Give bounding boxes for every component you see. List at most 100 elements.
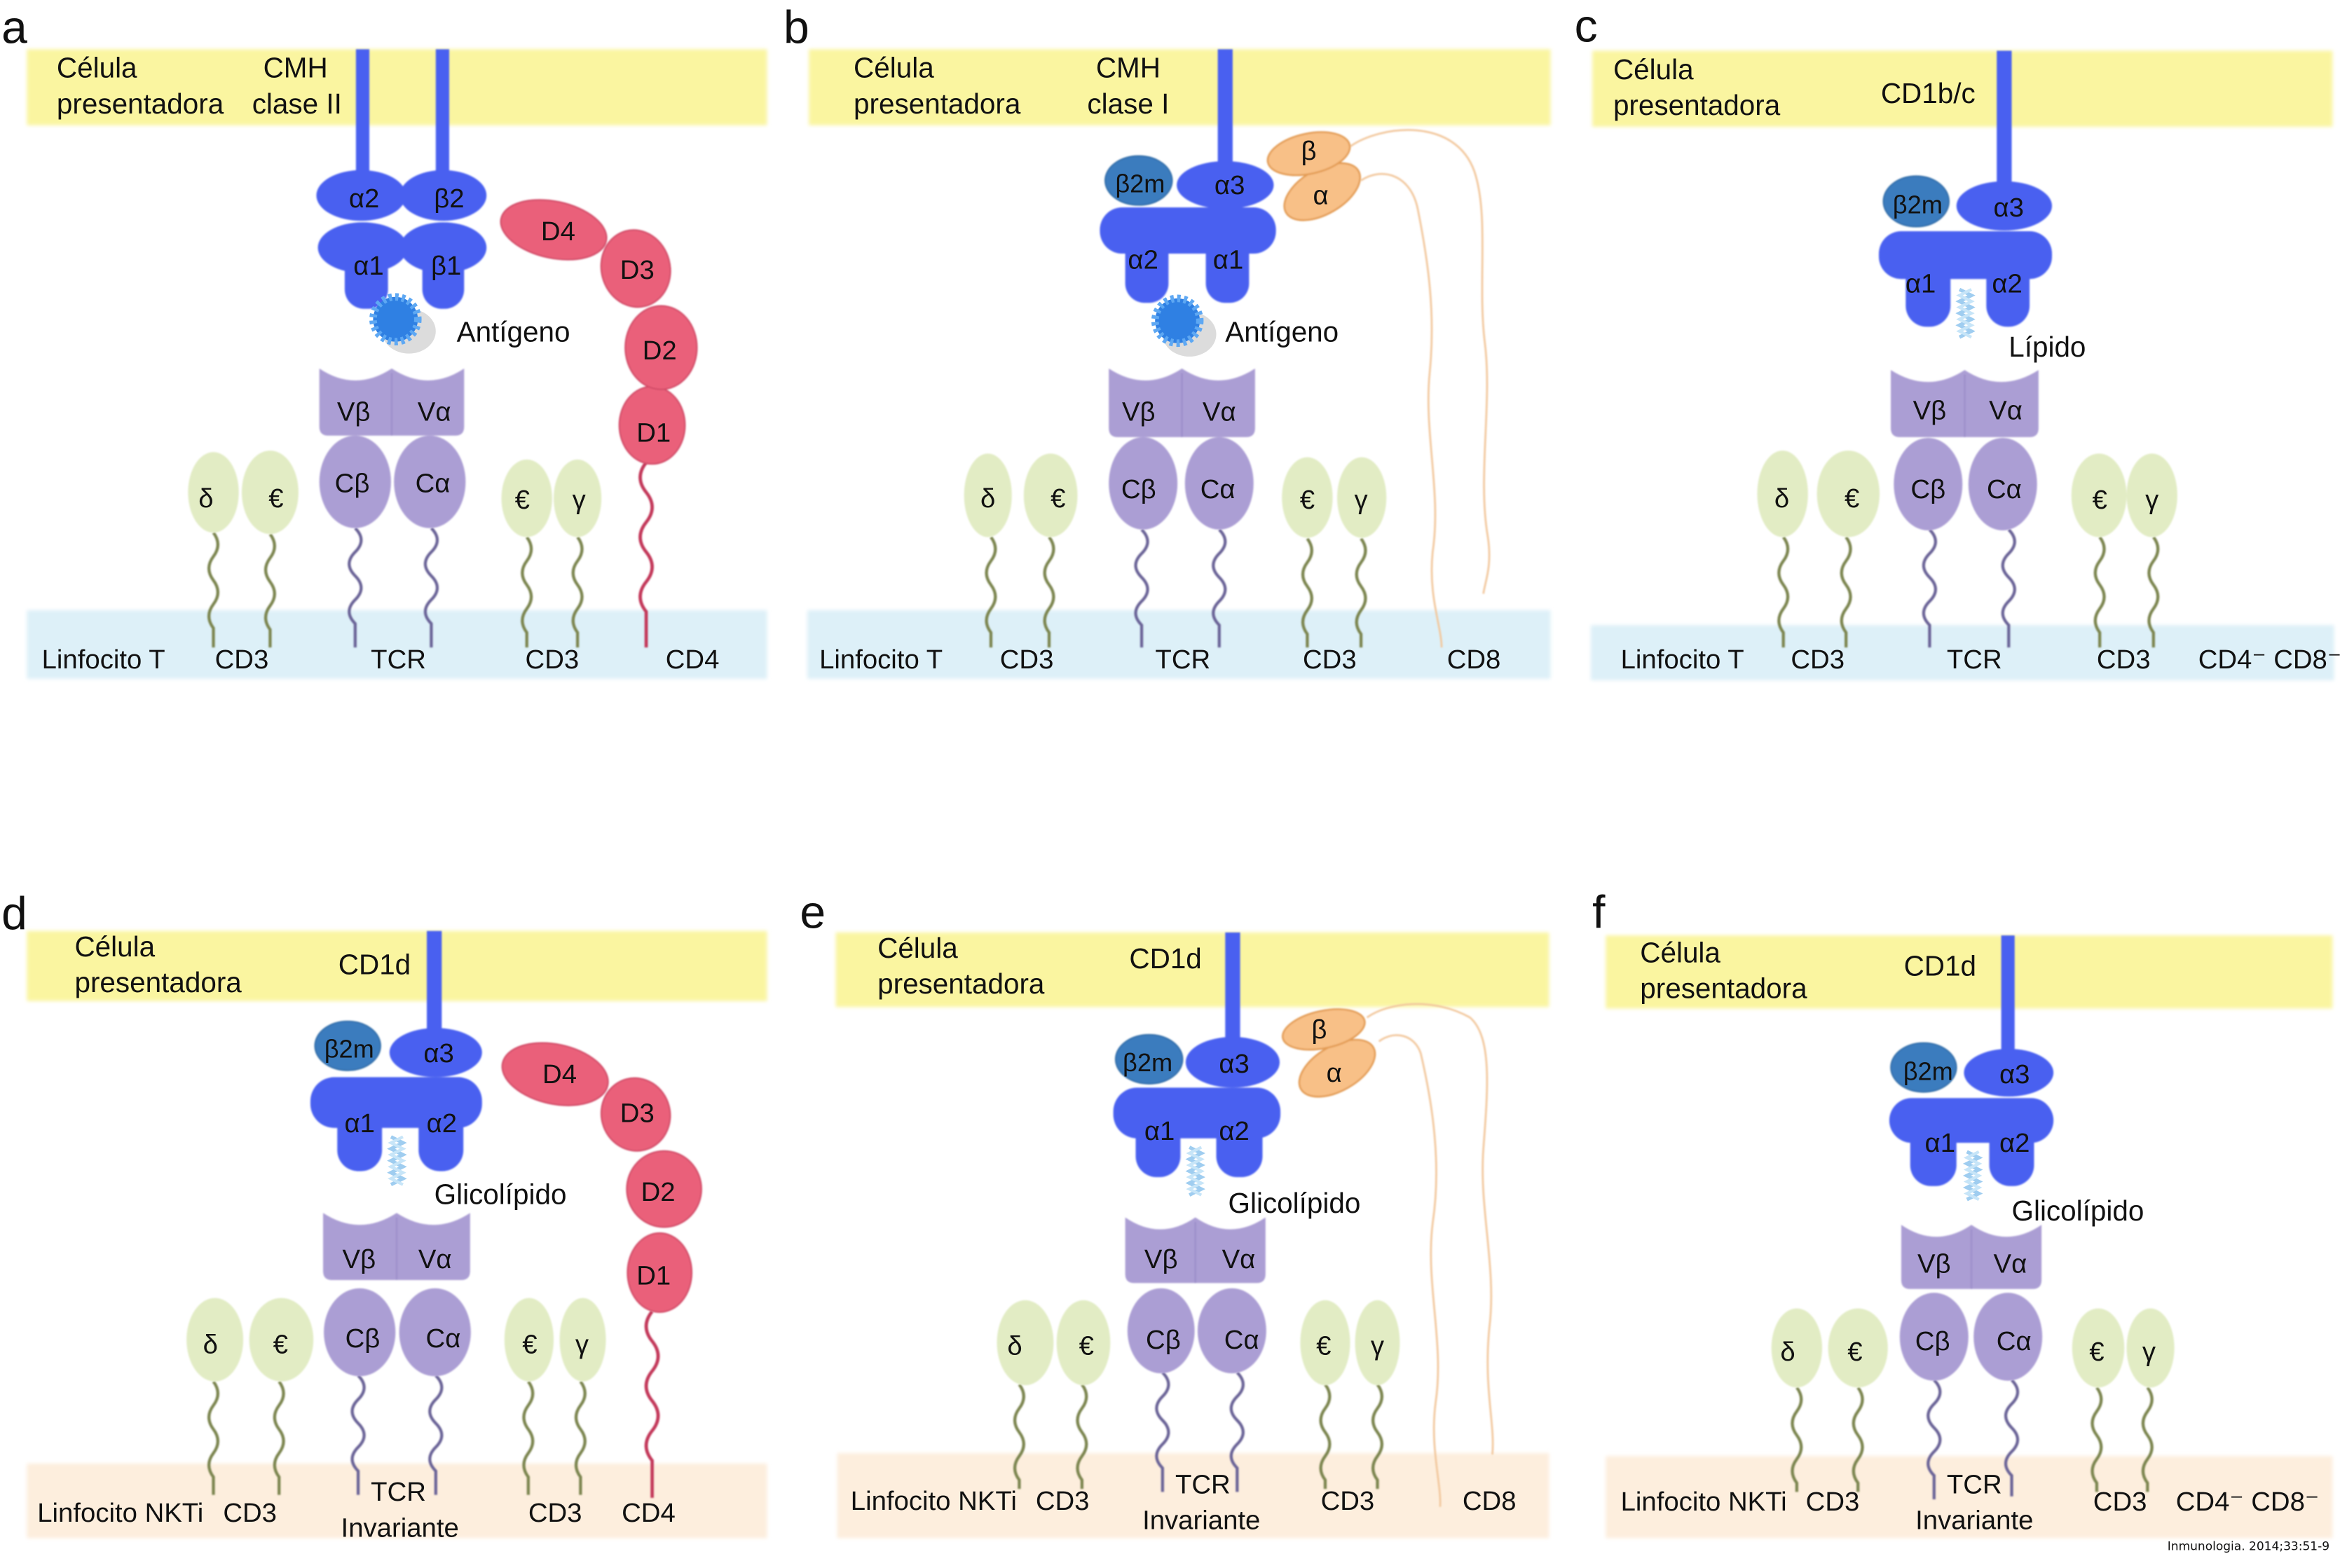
domain-label: α1 <box>344 1108 374 1139</box>
cd3-delta-tail <box>985 536 997 648</box>
cd3-gamma-tail <box>2147 536 2160 648</box>
panel-letter: d <box>1 888 27 940</box>
cd3-epsilon-tail <box>1840 536 1852 648</box>
cd4-d2-domain <box>626 1150 702 1228</box>
domain-label: Vβ <box>337 397 371 427</box>
lymphocyte-label: Linfocito NKTi <box>851 1486 1017 1516</box>
domain-label: D3 <box>620 1098 655 1128</box>
cd3-label: CD3 <box>2093 1487 2147 1517</box>
glycolipid-icon <box>1185 1146 1205 1197</box>
transmembrane-tails <box>985 129 1491 648</box>
cd3-gamma-chain <box>554 459 602 537</box>
presenting-cell-membrane <box>1592 50 2333 127</box>
cd1-groove-body <box>310 1077 482 1128</box>
tcr-c-beta-domain <box>324 1288 396 1377</box>
cd1-stem <box>1997 50 2012 188</box>
tcr-c-alpha-domain <box>1973 1293 2043 1381</box>
glycolipid-strand <box>388 1135 406 1186</box>
tcr <box>323 1213 471 1377</box>
tcr-c-alpha-domain <box>1197 1288 1266 1374</box>
cd3-label: CD3 <box>1000 645 1054 675</box>
domain-label: D4 <box>542 1059 577 1089</box>
mhc-beta1-domain <box>399 222 487 273</box>
presenting-molecule-label: CD1d <box>338 948 411 980</box>
chain-label: € <box>268 483 283 514</box>
domain-label: D4 <box>541 216 575 247</box>
cd3-complex <box>186 1298 606 1382</box>
lipid-strand <box>1956 288 1975 339</box>
tcr-alpha-tail <box>1229 1371 1245 1492</box>
domain-label: β <box>1301 136 1317 166</box>
cd3-epsilon-chain <box>501 459 552 537</box>
cd3-label: CD3 <box>2097 645 2151 675</box>
beta2-microglobulin <box>314 1020 381 1071</box>
domain-label: Cβ <box>335 469 370 499</box>
domain-label: Cα <box>1224 1325 1259 1355</box>
glycolipid-strand <box>1962 1150 1983 1202</box>
presenting-molecule-label: CD1d <box>1904 950 1976 982</box>
mhc-beta2-domain <box>399 170 487 221</box>
tcr-alpha-tail <box>2001 528 2016 648</box>
tcr-alpha-tail <box>1212 528 1227 648</box>
cd3-delta-tail <box>1791 1387 1803 1492</box>
tcr-alpha-tail <box>428 1374 444 1495</box>
panel-b: b Célula presentadora CMH clase I β2m α3… <box>784 1 1551 679</box>
cd1-alpha3-domain <box>1185 1036 1280 1088</box>
presenting-cell-label: presentadora <box>57 88 224 120</box>
cd3-epsilon-chain <box>1300 1300 1350 1386</box>
chain-label: δ <box>198 483 213 514</box>
cd4-tail <box>638 461 654 648</box>
cd4-d4-domain <box>500 199 608 261</box>
domain-label: α1 <box>353 251 383 281</box>
domain-label: β2m <box>1123 1048 1172 1077</box>
domain-label: α1 <box>1213 245 1243 275</box>
domain-label: α2 <box>1999 1128 2030 1158</box>
coreceptor-label: CD4⁻ CD8⁻ <box>2176 1487 2319 1517</box>
cd3-delta-tail <box>207 1380 220 1495</box>
cd3-label: CD3 <box>526 645 580 675</box>
mhc-alpha2-domain <box>316 170 406 221</box>
mhc-stem <box>1217 49 1233 187</box>
lymphocyte-membrane <box>1606 1456 2333 1539</box>
tcr-c-beta-domain <box>1127 1288 1195 1374</box>
domain-label: α2 <box>1992 268 2022 298</box>
transmembrane-tails <box>207 1310 660 1498</box>
domain-label: Cα <box>426 1323 461 1354</box>
glycolipid-strand <box>1185 1146 1205 1197</box>
glycolipid-strand <box>1963 1150 1983 1201</box>
tcr-beta-tail <box>1927 1379 1942 1500</box>
mhc-peptide-groove-body <box>1100 207 1276 254</box>
domain-label: D2 <box>643 336 677 366</box>
domain-label: β2m <box>1903 1057 1953 1086</box>
domain-label: Vα <box>418 397 451 427</box>
domain-label: α <box>1313 181 1328 211</box>
cd3-epsilon-tail <box>273 1380 285 1495</box>
domain-label: Cβ <box>1910 474 1945 504</box>
chain-label: € <box>1847 1337 1862 1367</box>
cd3-label: CD3 <box>1791 645 1845 675</box>
presenting-molecule-label: CMH <box>1096 52 1161 84</box>
cd3-gamma-chain <box>559 1298 606 1382</box>
domain-label: α3 <box>423 1038 453 1068</box>
tcr-beta-tail <box>350 1374 366 1495</box>
domain-label: Cβ <box>1915 1326 1950 1356</box>
glycolipid-icon <box>1962 1150 1983 1202</box>
cd1-stem <box>1225 932 1240 1046</box>
domain-label: Vβ <box>343 1244 376 1274</box>
tcr-label: TCR <box>371 1477 426 1507</box>
tcr <box>319 368 466 528</box>
cd3-complex <box>964 453 1387 538</box>
cd3-delta-tail <box>207 531 220 648</box>
transmembrane-tails <box>207 461 654 648</box>
tcr-beta-tail <box>348 527 363 648</box>
cd3-label: CD3 <box>1321 1486 1375 1516</box>
lipid-strand <box>1955 287 1976 339</box>
chain-label: € <box>1316 1330 1331 1361</box>
domain-label: Vα <box>418 1244 452 1274</box>
chain-label: € <box>1051 483 1065 514</box>
cd1-groove-body <box>1878 231 2053 280</box>
tcr-c-beta-domain <box>1894 437 1963 531</box>
domain-label: α3 <box>1219 1049 1249 1079</box>
presenting-cell-label: Célula <box>57 52 137 84</box>
presenting-cell-membrane <box>27 49 767 125</box>
